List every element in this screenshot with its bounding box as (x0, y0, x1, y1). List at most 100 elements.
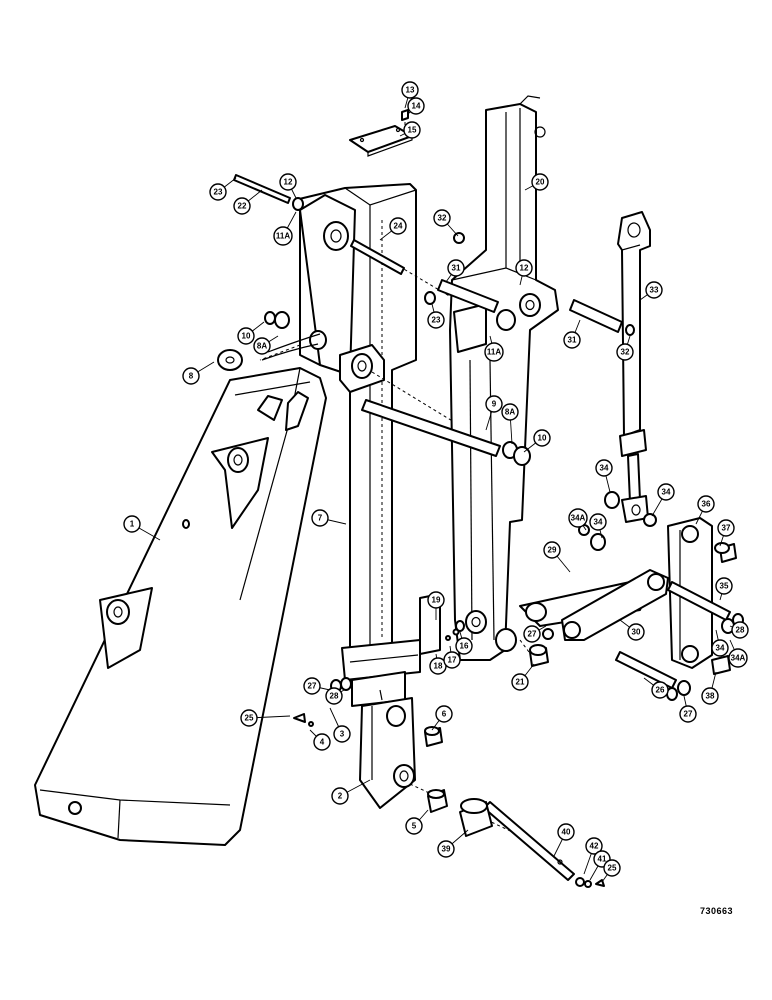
callout-circle (657, 483, 675, 501)
callout-number: 20 (536, 178, 545, 187)
callout-circle (403, 121, 421, 139)
callout-number: 26 (656, 686, 665, 695)
callout-34: 34 (651, 483, 675, 517)
callout-33: 33 (639, 281, 663, 301)
callout-19: 19 (427, 591, 445, 620)
callout-number: 31 (452, 264, 461, 273)
callout-13: 13 (401, 81, 419, 109)
callout-circle (313, 733, 331, 751)
drawing-number: 730663 (700, 906, 734, 916)
callout-10: 10 (523, 429, 551, 453)
callout-number: 27 (528, 630, 537, 639)
callout-circle (531, 173, 549, 191)
callout-number: 7 (318, 514, 323, 523)
callout-circle (237, 327, 255, 345)
callout-circle (407, 97, 425, 115)
callout-number: 28 (736, 626, 745, 635)
callout-circle (485, 395, 503, 413)
callout-circle (557, 823, 575, 841)
callout-number: 30 (632, 628, 641, 637)
callout-circle (303, 677, 321, 695)
callout-36: 36 (695, 495, 715, 525)
washers-and-bushings (217, 109, 744, 888)
callout-number: 36 (702, 500, 711, 509)
callout-number: 34A (731, 654, 746, 663)
callout-number: 15 (408, 126, 417, 135)
callout-32: 32 (433, 209, 459, 237)
callout-number: 34 (594, 518, 603, 527)
callout-circle (616, 343, 634, 361)
hydraulic-cylinder (617, 211, 651, 523)
callout-number: 29 (548, 546, 557, 555)
callout-10: 10 (237, 321, 265, 345)
callout-circle (511, 673, 529, 691)
callout-number: 27 (684, 710, 693, 719)
callout-number: 32 (438, 214, 447, 223)
callout-34a: 34A (728, 639, 748, 668)
callout-number: 12 (520, 264, 529, 273)
callout-circle (427, 591, 445, 609)
callout-circle (455, 637, 473, 655)
callout-circle (568, 508, 588, 528)
callout-5: 5 (405, 809, 429, 835)
callout-circle (651, 681, 669, 699)
callout-number: 40 (562, 828, 571, 837)
callout-number: 24 (394, 222, 403, 231)
callout-number: 2 (338, 792, 343, 801)
callout-number: 32 (621, 348, 630, 357)
callout-number: 41 (598, 855, 607, 864)
callout-number: 23 (214, 188, 223, 197)
callout-number: 28 (330, 692, 339, 701)
callout-26: 26 (643, 677, 669, 699)
callout-22: 22 (233, 189, 263, 215)
callout-17: 17 (443, 645, 461, 669)
callout-circle (701, 687, 719, 705)
callout-27: 27 (523, 625, 547, 643)
callout-34: 34 (595, 459, 613, 493)
callout-35: 35 (715, 577, 733, 601)
callout-circle (563, 331, 581, 349)
callout-number: 18 (434, 662, 443, 671)
callout-circle (427, 311, 445, 329)
callout-2: 2 (331, 779, 371, 805)
callout-28: 28 (729, 621, 749, 639)
callout-circle (447, 259, 465, 277)
callout-7: 7 (311, 509, 347, 527)
callout-20: 20 (524, 173, 549, 191)
callout-number: 35 (720, 582, 729, 591)
callout-24: 24 (379, 217, 407, 241)
callout-8: 8 (182, 361, 215, 385)
callout-number: 31 (568, 336, 577, 345)
callout-circle (240, 709, 258, 727)
callout-circle (405, 817, 423, 835)
callout-32: 32 (616, 335, 634, 361)
callout-circle (233, 197, 251, 215)
callout-number: 4 (320, 738, 325, 747)
callout-number: 34 (716, 644, 725, 653)
callout-number: 17 (448, 656, 457, 665)
callout-number: 11A (276, 232, 290, 241)
callout-12: 12 (279, 173, 297, 199)
callout-circle (603, 859, 621, 877)
callout-number: 13 (406, 86, 415, 95)
callout-number: 37 (722, 524, 731, 533)
callout-circle (585, 837, 603, 855)
callout-circle (731, 621, 749, 639)
callout-number: 6 (442, 710, 447, 719)
callout-number: 10 (242, 332, 251, 341)
callout-21: 21 (511, 663, 535, 691)
callout-3: 3 (329, 707, 351, 743)
callout-number: 5 (412, 822, 417, 831)
callout-15: 15 (399, 121, 421, 139)
callout-circle (728, 648, 748, 668)
callout-circle (123, 515, 141, 533)
callout-34a: 34A (568, 508, 588, 531)
callout-25: 25 (601, 859, 621, 883)
callout-circle (437, 840, 455, 858)
callout-8a: 8A (253, 335, 279, 355)
callout-23: 23 (427, 303, 445, 329)
callout-31: 31 (445, 259, 465, 283)
callout-number: 27 (308, 682, 317, 691)
callout-6: 6 (431, 705, 453, 731)
